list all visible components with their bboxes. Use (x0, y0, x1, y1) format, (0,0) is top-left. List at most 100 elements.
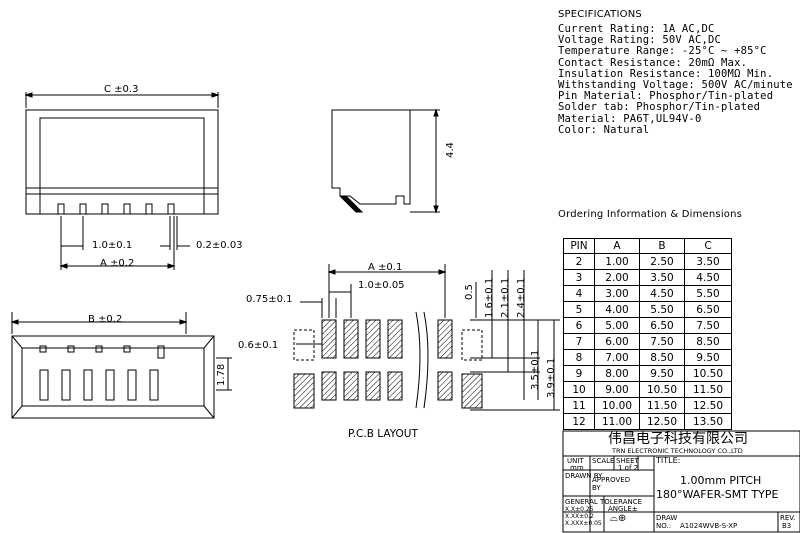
col-pin: PIN (563, 238, 595, 254)
pcb-dim-16: 1.6±0.1 (484, 277, 495, 318)
col-b: B (639, 238, 685, 254)
title-label: TITLE: (656, 456, 681, 465)
pcb-dim-pad-gap: 0.6±0.1 (238, 340, 279, 351)
ordering-cell: 9.50 (684, 349, 732, 366)
ordering-cell: 7.00 (594, 349, 640, 366)
spec-line: Pin Material: Phosphor/Tin-plated (558, 90, 774, 103)
rev-value: B3 (782, 522, 792, 530)
col-c: C (684, 238, 732, 254)
general-tolerance-label: GENERAL TOLERANCE (565, 498, 643, 506)
ordering-cell: 5 (563, 301, 595, 318)
col-a: A (594, 238, 640, 254)
ordering-cell: 2.50 (639, 253, 685, 270)
dim-a: A ±0.2 (100, 258, 135, 269)
projection-icon: ⌓⊕ (610, 513, 627, 524)
title-block-grid (562, 430, 800, 533)
ordering-cell: 1.00 (594, 253, 640, 270)
company-name-cn: 伟昌电子科技有限公司 (608, 431, 748, 447)
ordering-cell: 3.50 (639, 269, 685, 286)
title-line-2: 180°WAFER-SMT TYPE (656, 488, 779, 501)
pcb-pads-top (321, 319, 453, 359)
ordering-cell: 7.50 (639, 333, 685, 350)
ordering-cell: 12 (563, 413, 595, 430)
front-pins (57, 203, 175, 214)
pcb-dim-35: 3.5±0.1 (530, 349, 541, 390)
ordering-cell: 4.50 (684, 269, 732, 286)
ordering-cell: 13.50 (684, 413, 732, 430)
ordering-cell: 8.50 (639, 349, 685, 366)
angle-label: ANGLE± (608, 505, 638, 513)
company-name-en: TRN ELECTRONIC TECHNOLOGY CO.,LTD (612, 447, 743, 455)
dim-b: B ±0.2 (88, 314, 123, 325)
draw-label: DRAW (656, 514, 678, 522)
spec-line: Temperature Range: -25°C ~ +85°C (558, 45, 767, 58)
ordering-cell: 7 (563, 333, 595, 350)
ordering-cell: 4.50 (639, 285, 685, 302)
ordering-cell: 9.50 (639, 365, 685, 382)
ordering-cell: 11 (563, 397, 595, 414)
pcb-dim-pitch: 1.0±0.05 (358, 280, 405, 291)
dim-pitch: 1.0±0.1 (92, 240, 133, 251)
ordering-cell: 5.00 (594, 317, 640, 334)
spec-line: Withstanding Voltage: 500V AC/minute (558, 79, 793, 91)
sheet-value: 1 of 2 (618, 464, 639, 472)
pcb-pads-bottom (293, 371, 483, 409)
ordering-cell: 12.50 (639, 413, 685, 430)
ordering-cell: 11.50 (639, 397, 685, 414)
drawing-number: A1024WVB-S-XP (680, 522, 738, 530)
ordering-cell: 11.00 (594, 413, 640, 430)
dim-pin-width: 0.2±0.03 (196, 240, 243, 251)
spec-line: Color: Natural (558, 123, 650, 136)
ordering-cell: 5.50 (684, 285, 732, 302)
dim-depth: 1.78 (216, 363, 227, 386)
ordering-cell: 12.50 (684, 397, 732, 414)
ordering-cell: 4 (563, 285, 595, 302)
ordering-cell: 11.50 (684, 381, 732, 398)
spec-line: Contact Resistance: 20mΩ Max. (558, 56, 748, 69)
scale-label: SCALE (592, 457, 615, 465)
side-view (331, 108, 440, 214)
ordering-cell: 10 (563, 381, 595, 398)
sheet-label: SHEET (616, 457, 639, 465)
drawn-by-label: DRAWN BY (565, 472, 603, 480)
ordering-cell: 6 (563, 317, 595, 334)
ordering-cell: 10.00 (594, 397, 640, 414)
spec-line: Current Rating: 1A AC,DC (558, 23, 715, 35)
ordering-cell: 3.00 (594, 285, 640, 302)
ordering-cell: 2 (563, 253, 595, 270)
ordering-cell: 9 (563, 365, 595, 382)
spec-line: Insulation Resistance: 100MΩ Min. (558, 67, 774, 80)
pcb-dim-05: 0.5 (464, 284, 475, 300)
spec-line: Solder tab: Phosphor/Tin-plated (558, 101, 761, 114)
ordering-cell: 8.00 (594, 365, 640, 382)
unit-value: mm (570, 464, 584, 472)
tolerance-2: X.XX±0.2 (565, 513, 594, 520)
ordering-cell: 9.00 (594, 381, 640, 398)
tolerance-1: X.X±0.25 (565, 506, 594, 513)
pcb-layout-label: P.C.B LAYOUT (348, 428, 418, 440)
tolerance-3: X.XXX±0.05 (565, 520, 602, 527)
spec-line: Voltage Rating: 50V AC,DC (558, 34, 722, 47)
dim-height: 4.4 (445, 142, 456, 158)
unit-label: UNIT (567, 457, 584, 465)
ordering-cell: 10.50 (684, 365, 732, 382)
spec-line: Material: PA6T,UL94V-0 (558, 112, 702, 125)
ordering-cell: 8.50 (684, 333, 732, 350)
approved-by-label: APPROVED BY (592, 476, 631, 492)
spec-heading: SPECIFICATIONS (558, 9, 642, 20)
dim-c: C ±0.3 (104, 84, 139, 95)
ordering-cell: 6.00 (594, 333, 640, 350)
pcb-dim-a: A ±0.1 (368, 262, 403, 273)
ordering-cell: 5.50 (639, 301, 685, 318)
ordering-cell: 4.00 (594, 301, 640, 318)
